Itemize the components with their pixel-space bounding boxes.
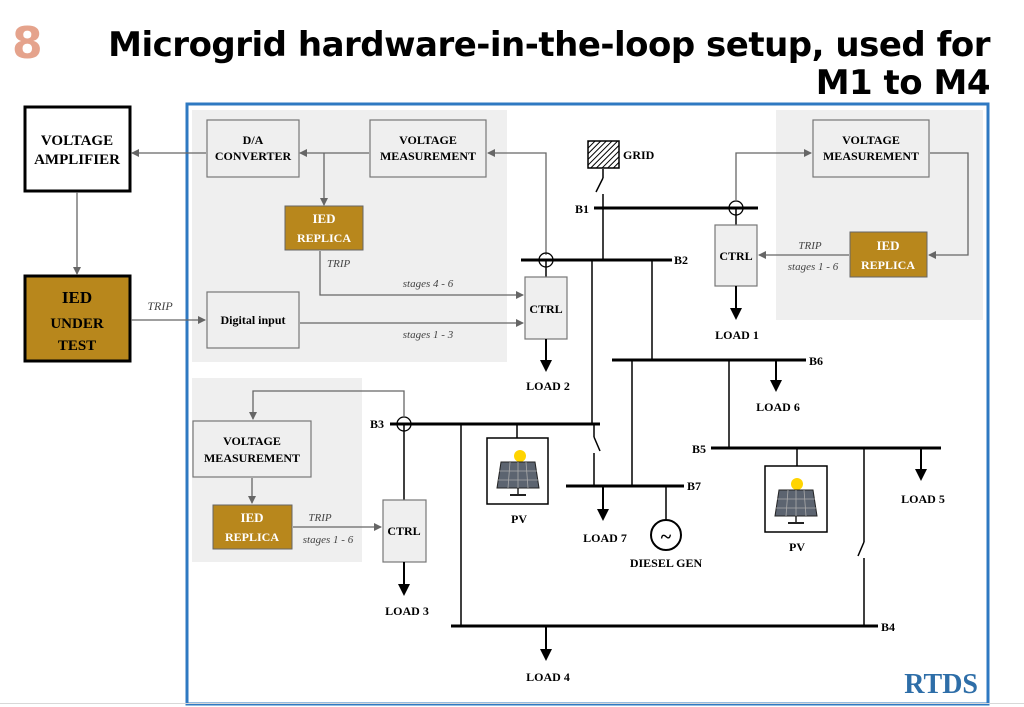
da-converter-box: D/A CONVERTER	[206, 119, 300, 178]
voltage-measurement-tl-label-2: MEASUREMENT	[380, 149, 476, 163]
ied-replica-tr-label-1: IED	[876, 238, 899, 253]
pv2-label: PV	[789, 540, 805, 554]
pv1-sun-icon	[514, 450, 526, 462]
bus-b1-label: B1	[575, 202, 589, 216]
bus-b3-label: B3	[370, 417, 384, 431]
ied-replica-tl-box: IED REPLICA	[284, 205, 364, 251]
ied-replica-bl-trip-label: TRIP	[308, 512, 332, 524]
grid-switch	[595, 177, 604, 193]
ied-replica-tr-label-2: REPLICA	[861, 258, 915, 272]
diesel-gen-symbol	[650, 519, 682, 551]
ied-under-test-box: IED UNDER TEST	[23, 274, 132, 363]
voltage-measurement-tr-box: VOLTAGE MEASUREMENT	[812, 119, 930, 178]
digital-input-box: Digital input	[206, 291, 300, 349]
load3-label: LOAD 3	[385, 604, 429, 618]
voltage-amplifier-box: VOLTAGE AMPLIFIER	[23, 105, 132, 193]
load7-label: LOAD 7	[583, 531, 627, 545]
ied-replica-tr-box: IED REPLICA	[849, 231, 928, 278]
load5-label: LOAD 5	[901, 492, 945, 506]
ied-replica-bl-label-2: REPLICA	[225, 530, 279, 544]
bus-to-vm-bl-line	[249, 390, 405, 420]
grid-label: GRID	[623, 148, 655, 162]
b5-to-b4-switch	[857, 541, 865, 557]
ied-replica-tl-trip-label: TRIP	[327, 258, 351, 270]
stages-4-6-label: stages 4 - 6	[403, 278, 454, 290]
ctrl-load1-box: CTRL	[714, 224, 758, 287]
slide-title-line-1: Microgrid hardware-in-the-loop setup, us…	[108, 25, 990, 65]
slide-title-line-2: M1 to M4	[815, 63, 991, 103]
ied-replica-tl-label-1: IED	[312, 211, 335, 226]
ctrl-load3-label: CTRL	[387, 524, 420, 538]
b3-to-b7-switch	[593, 436, 601, 452]
load2-label: LOAD 2	[526, 379, 570, 393]
load1-label: LOAD 1	[715, 328, 759, 342]
bus-to-vm-tr-line	[735, 149, 812, 201]
ied-trip-label: TRIP	[147, 299, 173, 313]
stages-1-3-label: stages 1 - 3	[403, 329, 454, 341]
ied-replica-tl-label-2: REPLICA	[297, 231, 351, 245]
ctrl-load2-box: CTRL	[524, 276, 568, 340]
bus-b2-label: B2	[674, 253, 688, 267]
bus-b6-label: B6	[809, 354, 823, 368]
ied-replica-tl-trip-arrow	[319, 251, 524, 299]
vm-tr-to-ied-line	[928, 152, 969, 259]
voltage-measurement-bl-box: VOLTAGE MEASUREMENT	[192, 420, 312, 478]
ied-replica-bl-box: IED REPLICA	[212, 504, 293, 550]
voltage-amplifier-label-2: AMPLIFIER	[34, 152, 120, 168]
pv2-sun-icon	[791, 478, 803, 490]
load4-label: LOAD 4	[526, 670, 570, 684]
voltage-measurement-tr-label-2: MEASUREMENT	[823, 149, 919, 163]
voltage-measurement-bl-label-2: MEASUREMENT	[204, 451, 300, 465]
pv2-solar-panel-icon	[774, 489, 818, 524]
ied-under-test-label-2: UNDER	[50, 316, 104, 332]
diesel-gen-label: DIESEL GEN	[630, 556, 703, 570]
bus-b7-label: B7	[687, 479, 701, 493]
digital-input-label: Digital input	[220, 313, 285, 327]
ctrl-load1-label: CTRL	[719, 249, 752, 263]
ied-replica-bl-stages-label: stages 1 - 6	[303, 534, 354, 546]
bus-to-vm-tl-line	[487, 149, 547, 255]
da-converter-label-1: D/A	[243, 133, 264, 147]
slide-title: Microgrid hardware-in-the-loop setup, us…	[70, 26, 990, 102]
pv-panel-1	[486, 437, 549, 505]
load6-label: LOAD 6	[756, 400, 800, 414]
ied-under-test-label-3: TEST	[58, 338, 96, 354]
pv1-label: PV	[511, 512, 527, 526]
voltage-measurement-tr-label-1: VOLTAGE	[842, 133, 900, 147]
ied-replica-bl-label-1: IED	[240, 510, 263, 525]
ctrl-load2-label: CTRL	[529, 302, 562, 316]
ied-replica-tr-stages-label: stages 1 - 6	[788, 261, 839, 273]
bus-b5-label: B5	[692, 442, 706, 456]
bottom-divider	[0, 703, 1024, 704]
pv-panel-2	[764, 465, 828, 533]
ctrl-load3-box: CTRL	[382, 499, 427, 563]
ied-under-test-label-1: IED	[62, 288, 92, 307]
diesel-gen-tilde: ~	[661, 526, 672, 548]
voltage-measurement-tl-label-1: VOLTAGE	[399, 133, 457, 147]
rtds-label: RTDS	[904, 669, 978, 700]
grid-symbol	[587, 140, 620, 169]
voltage-amplifier-label-1: VOLTAGE	[41, 133, 113, 149]
slide-number: 8	[12, 18, 43, 69]
voltage-measurement-bl-label-1: VOLTAGE	[223, 434, 281, 448]
da-converter-label-2: CONVERTER	[215, 149, 292, 163]
voltage-measurement-tl-box: VOLTAGE MEASUREMENT	[369, 119, 487, 178]
bus-b4-label: B4	[881, 620, 895, 634]
ied-replica-tr-trip-label: TRIP	[798, 240, 822, 252]
pv1-solar-panel-icon	[496, 461, 540, 496]
